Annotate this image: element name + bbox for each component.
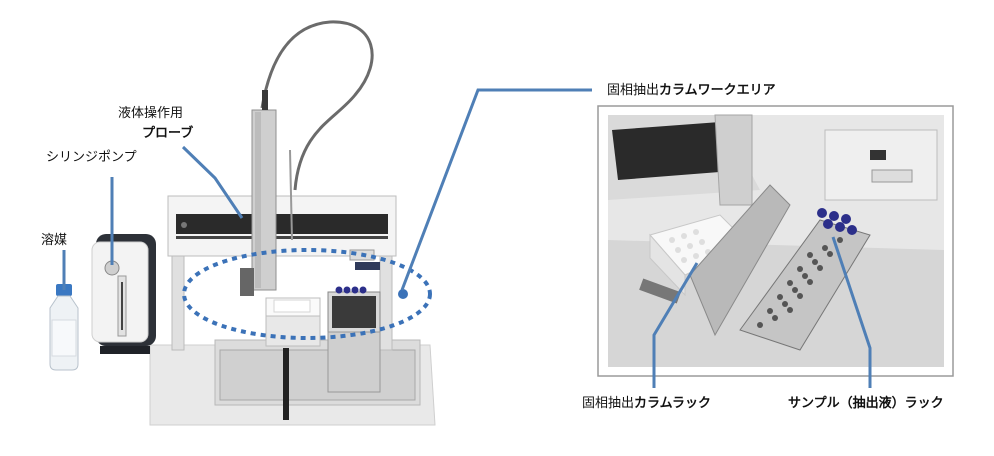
spe-column-rack-label-b: カラムラック <box>634 396 711 411</box>
spe-work-area-label-a: 固相抽出 <box>607 83 660 98</box>
spe-work-area-label: 固相抽出カラムワークエリア <box>607 83 776 99</box>
solvent-label: 溶媒 <box>41 233 68 248</box>
spe-column-rack-label: 固相抽出カラムラック <box>582 396 711 412</box>
spe-column-rack-label-a: 固相抽出 <box>582 396 635 411</box>
highlight-ellipse <box>182 248 432 340</box>
syringe-pump-device <box>91 234 156 354</box>
probe-label-line2: プローブ <box>142 126 194 141</box>
solvent-bottle <box>49 284 79 371</box>
syringe-pump-label: シリンジポンプ <box>46 150 137 165</box>
spe-work-area-label-b: カラムワークエリア <box>659 83 776 98</box>
autosampler-instrument <box>149 20 436 426</box>
probe-label-line1: 液体操作用 <box>118 106 184 121</box>
callout-lines <box>62 88 872 388</box>
vial-caps <box>335 286 367 294</box>
sample-rack-label: サンプル（抽出液）ラック <box>788 396 944 411</box>
zoom-photo <box>608 114 944 367</box>
